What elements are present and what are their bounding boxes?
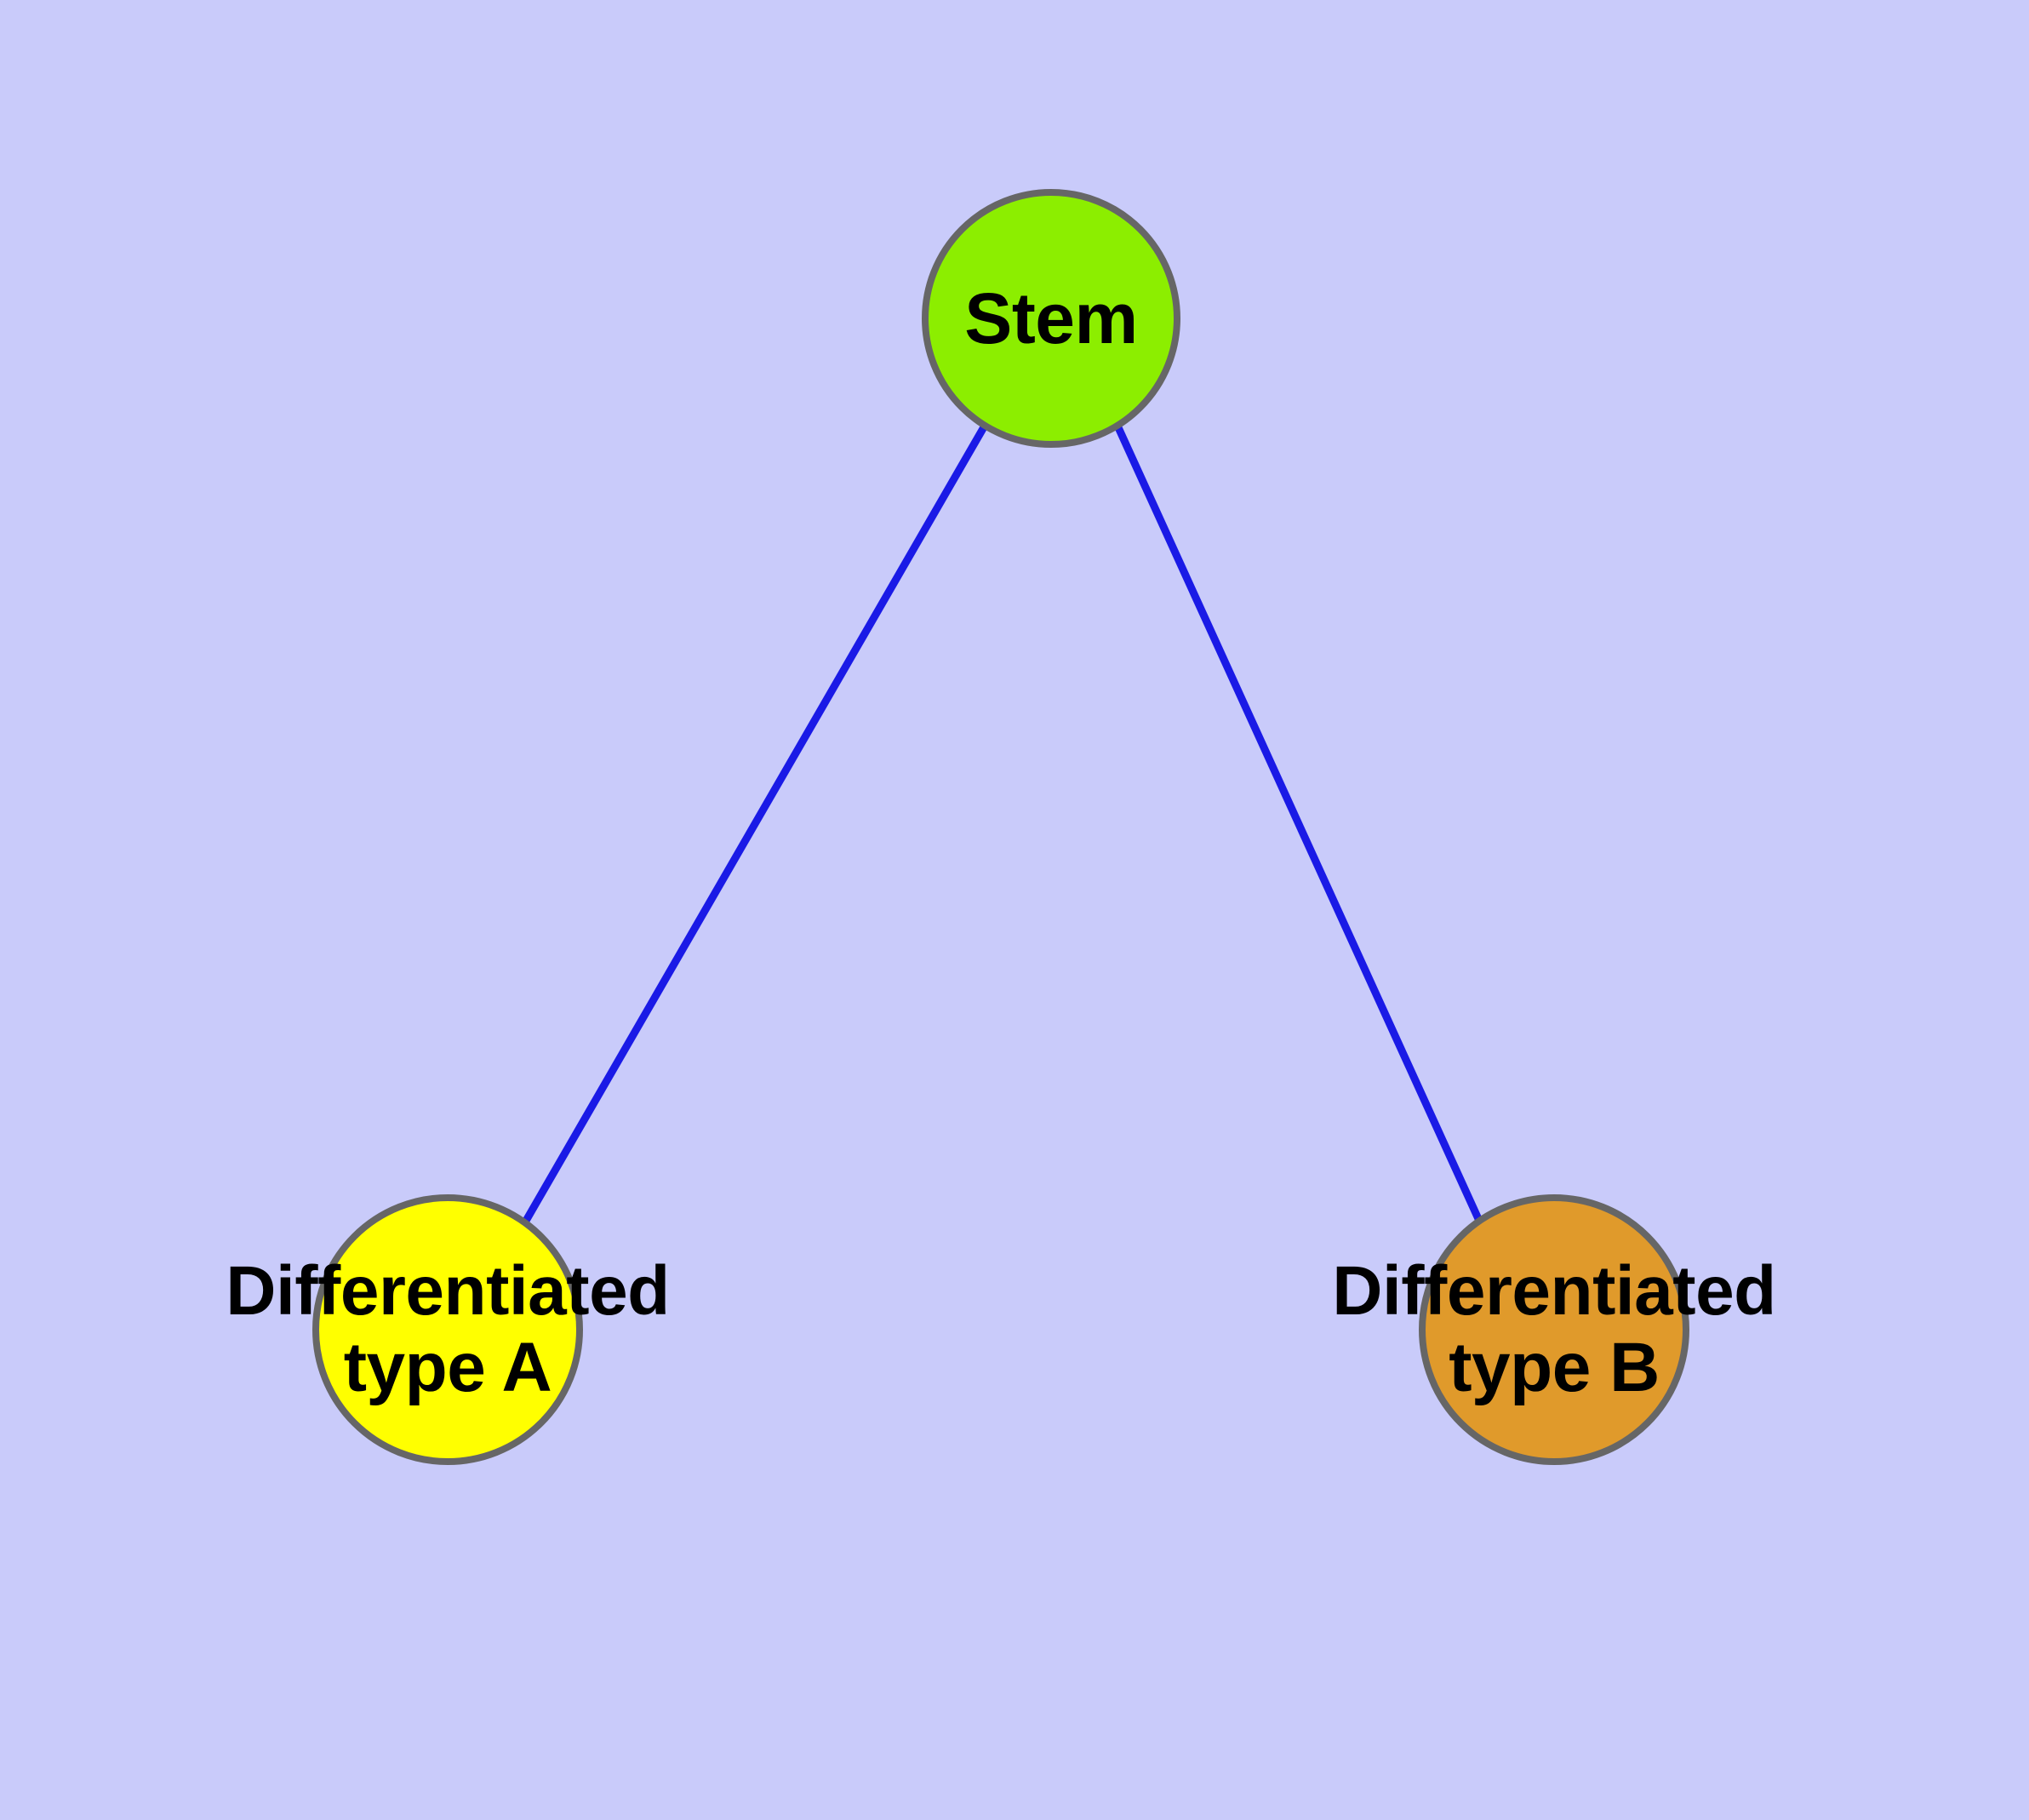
graph-node-diff_b[interactable] (1419, 1194, 1689, 1465)
nodes-group (312, 189, 1689, 1465)
graph-edge[interactable] (523, 423, 988, 1223)
graph-edge[interactable] (1113, 424, 1483, 1222)
graph-node-stem[interactable] (922, 189, 1180, 448)
graph-node-diff_a[interactable] (312, 1194, 583, 1465)
edges-group (523, 423, 1483, 1223)
